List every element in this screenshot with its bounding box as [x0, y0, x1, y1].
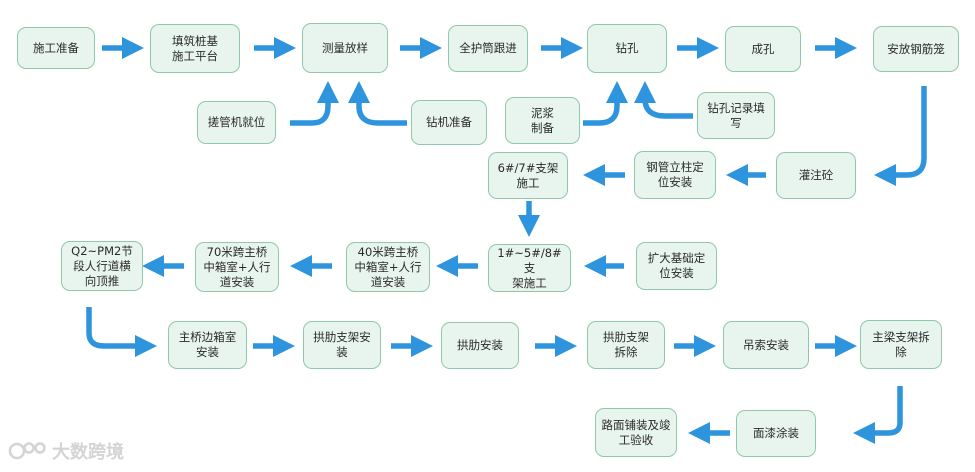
- arrow-mud-drill: [583, 81, 628, 126]
- node-drill-log: 钻孔记录填 写: [697, 92, 775, 139]
- arrow-q2pm2-sidebox: [86, 307, 157, 357]
- node-topcoat: 面漆涂装: [736, 410, 816, 457]
- node-paving-acceptance: 路面铺装及竣 工验收: [595, 408, 677, 457]
- node-construction-prep: 施工准备: [17, 27, 95, 69]
- node-span-40m: 40米跨主桥 中箱室+人行 道安装: [346, 242, 430, 292]
- node-rib-install: 拱肋安装: [441, 322, 519, 369]
- node-casing-machine: 搓管机就位: [197, 101, 276, 144]
- arrow-drilllog-drill: [634, 81, 693, 119]
- node-rib-support-remove: 拱肋支架 拆除: [587, 321, 665, 369]
- watermark-logo-icon: [8, 442, 46, 460]
- node-hanger-install: 吊索安装: [723, 321, 809, 369]
- node-rib-support-install: 拱肋支架安 装: [303, 321, 381, 369]
- node-mud-prep: 泥浆 制备: [505, 97, 580, 144]
- arrow-cage-concrete: [874, 86, 927, 186]
- watermark-text: 大数跨境: [52, 442, 124, 463]
- arrow-casingpos-survey: [290, 81, 339, 126]
- node-full-casing: 全护筒跟进: [448, 25, 528, 72]
- node-drilling: 钻孔: [587, 24, 667, 73]
- node-steel-column: 钢管立柱定 位安装: [634, 151, 716, 199]
- node-pour-concrete: 灌注砼: [776, 152, 856, 199]
- node-foundation: 扩大基础定 位安装: [636, 242, 717, 290]
- node-place-rebar-cage: 安放钢筋笼: [873, 26, 959, 72]
- node-pile-platform: 填筑桩基 施工平台: [150, 24, 240, 73]
- node-span-70m: 70米跨主桥 中箱室+人行 道安装: [195, 242, 279, 292]
- arrow-rigprep-survey: [348, 81, 407, 126]
- node-main-beam-remove: 主梁支架拆 除: [860, 320, 942, 369]
- node-support-1-5-8: 1#~5#/8#支 架施工: [488, 244, 571, 292]
- node-q2-pm2: Q2~PM2节 段人行道横 向顶推: [61, 241, 143, 291]
- node-hole-formed: 成孔: [725, 26, 801, 72]
- node-side-box: 主桥边箱室 安装: [168, 321, 247, 369]
- node-rig-prep: 钻机准备: [411, 100, 487, 145]
- node-survey-layout: 测量放样: [302, 23, 388, 73]
- watermark: 大数跨境: [8, 438, 124, 464]
- arrow-beamremove-paint: [853, 386, 903, 444]
- node-support-6-7: 6#/7#支架 施工: [488, 152, 568, 199]
